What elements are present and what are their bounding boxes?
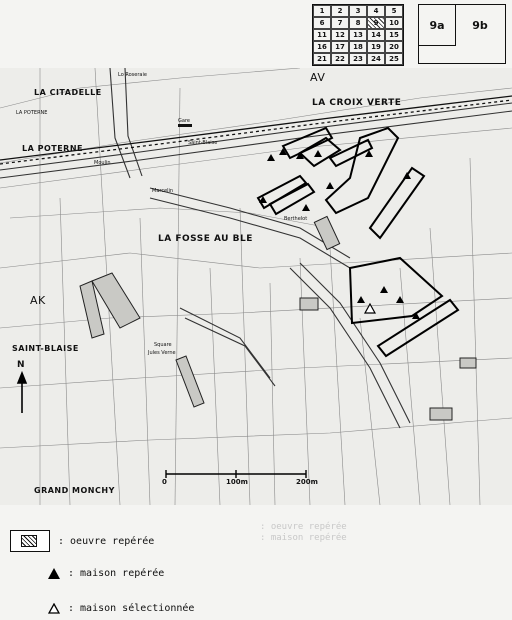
index-cell-23: 23: [349, 53, 367, 65]
sheet-9a: 9a: [419, 5, 456, 46]
legend-oeuvre: : oeuvre repérée: [10, 530, 154, 552]
scale-bar: [165, 470, 307, 478]
street-jules-verne: Jules Verne: [148, 350, 176, 356]
legend-selection-text: : maison sélectionnée: [68, 603, 195, 614]
street-roseraie: Lo Roseraie: [118, 72, 147, 78]
filled-triangle-icon: [48, 568, 60, 579]
index-cell-16: 16: [313, 41, 331, 53]
buildings: [79, 215, 477, 421]
index-cell-17: 17: [331, 41, 349, 53]
index-cell-12: 12: [331, 29, 349, 41]
index-cell-21: 21: [313, 53, 331, 65]
map-drawing: [0, 68, 512, 505]
oeuvre-swatch: [10, 530, 50, 552]
label-grand-monchy: GRAND MONCHY: [34, 486, 115, 495]
station-mark: [178, 124, 192, 127]
label-croix-verte: LA CROIX VERTE: [312, 98, 402, 108]
north-label: N: [17, 360, 26, 370]
parcel-lines: [0, 68, 512, 505]
faded-line-1: : oeuvre repérée: [260, 522, 347, 532]
index-cell-10: 10: [385, 17, 403, 29]
index-cell-5: 5: [385, 5, 403, 17]
index-cell-15: 15: [385, 29, 403, 41]
hollow-triangle-icon: [48, 603, 60, 614]
north-arrow: [16, 370, 28, 413]
index-cell-11: 11: [313, 29, 331, 41]
legend-maison: : maison repérée: [48, 568, 164, 579]
label-citadelle: LA CITADELLE: [34, 88, 102, 97]
faded-line-2: : maison repérée: [260, 533, 347, 543]
railway: [0, 95, 512, 165]
index-cell-2: 2: [331, 5, 349, 17]
label-poterne-small: LA POTERNE: [16, 110, 48, 116]
street-gare: Gare: [178, 118, 190, 124]
scale-end: 200m: [296, 478, 318, 486]
scale-mid: 100m: [226, 478, 248, 486]
index-cell-6: 6: [313, 17, 331, 29]
label-section-ak: AK: [30, 294, 46, 307]
street-marcelin: Marcelin: [152, 188, 174, 194]
oeuvre-outlines: [256, 126, 460, 358]
street-berthelot: Berthelot: [284, 216, 308, 222]
label-saint-blaise: SAINT-BLAISE: [12, 344, 79, 353]
index-cell-7: 7: [331, 17, 349, 29]
index-cell-4: 4: [367, 5, 385, 17]
index-cell-13: 13: [349, 29, 367, 41]
cadastral-map: LA CITADELLE LA POTERNE LA POTERNE LA CR…: [0, 68, 512, 505]
main-roads: [0, 68, 512, 429]
faded-legend-bleedthrough: : oeuvre repérée : maison repérée: [260, 522, 347, 544]
street-saint-blaise: Saint-Blaise: [188, 140, 218, 146]
index-cell-22: 22: [331, 53, 349, 65]
legend-selection: : maison sélectionnée: [48, 603, 194, 614]
legend-maison-text: : maison repérée: [68, 568, 165, 579]
street-moulin: Moulin: [94, 160, 111, 166]
index-cell-14: 14: [367, 29, 385, 41]
sheet-selector: 9a 9b: [418, 4, 506, 64]
label-section-av: AV: [310, 71, 326, 84]
street-square: Square: [154, 342, 172, 348]
legend-oeuvre-text: : oeuvre repérée: [58, 535, 155, 547]
index-cell-8: 8: [349, 17, 367, 29]
scale-zero: 0: [162, 478, 167, 486]
index-cell-19: 19: [367, 41, 385, 53]
index-cell-3: 3: [349, 5, 367, 17]
maison-selectionnee-marker: [363, 302, 377, 314]
label-poterne: LA POTERNE: [22, 144, 83, 153]
index-cell-1: 1: [313, 5, 331, 17]
index-cell-24: 24: [367, 53, 385, 65]
index-cell-20: 20: [385, 41, 403, 53]
sheet-9b: 9b: [472, 18, 488, 32]
index-cell-25: 25: [385, 53, 403, 65]
label-fosse-au-ble: LA FOSSE AU BLE: [158, 234, 253, 244]
index-cell-9: 9: [367, 17, 385, 29]
maison-markers: [259, 148, 420, 319]
index-cell-18: 18: [349, 41, 367, 53]
